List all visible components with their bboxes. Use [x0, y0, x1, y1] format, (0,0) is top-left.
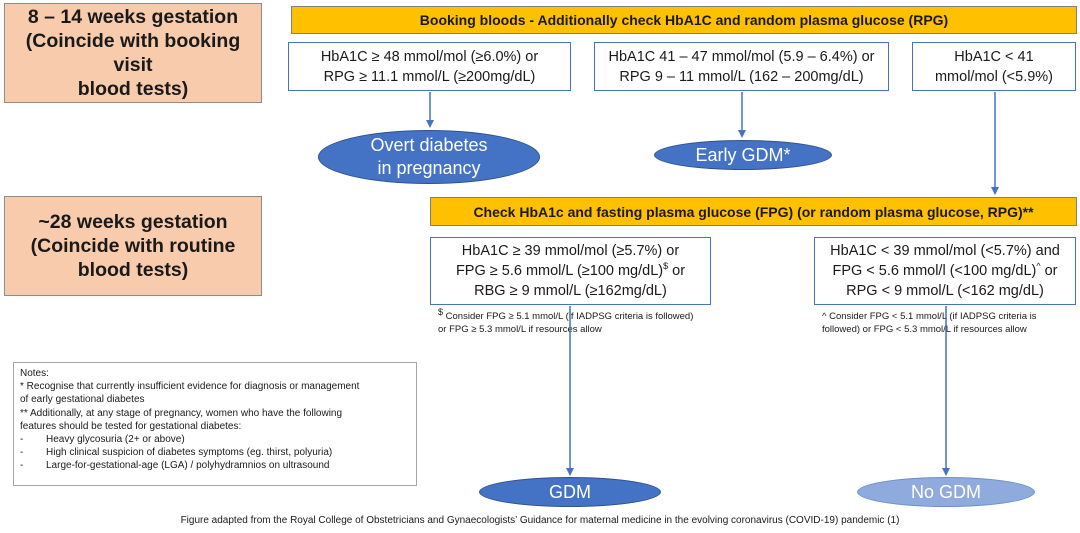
notes-line: features should be tested for gestationa… — [20, 420, 242, 432]
check-hba1c-fpg-header: Check HbA1c and fasting plasma glucose (… — [430, 197, 1077, 226]
criteria-early-line-1: HbA1C 41 – 47 mmol/mol (5.9 – 6.4%) or — [608, 48, 875, 65]
criteria-negative-line-1: HbA1C < 39 mmol/mol (<5.7%) and — [830, 243, 1060, 259]
criteria-early-box: HbA1C 41 – 47 mmol/mol (5.9 – 6.4%) or R… — [594, 42, 889, 91]
criteria-normal-line-2: mmol/mol (<5.9%) — [934, 68, 1054, 85]
criteria-negative-line-2: FPG < 5.6 mmol/l (<100 mg/dL)^ or — [832, 261, 1058, 279]
criteria-early-line-2: RPG 9 – 11 mmol/L (162 – 200mg/dL) — [619, 68, 864, 85]
notes-line: * Recognise that currently insufficient … — [20, 381, 360, 393]
criteria-negative-box: HbA1C < 39 mmol/mol (<5.7%) and FPG < 5.… — [814, 237, 1076, 305]
criteria-negative-line-3: RPG < 9 mmol/L (<162 mg/dL) — [846, 283, 1044, 299]
notes-bullet: -Heavy glycosuria (2+ or above) — [20, 434, 185, 446]
outcome-overt-diabetes: Overt diabetes in pregnancy — [318, 130, 540, 184]
stage-28-weeks-box: ~28 weeks gestation (Coincide with routi… — [4, 196, 262, 296]
notes-bullet: -Large-for-gestational-age (LGA) / polyh… — [20, 460, 330, 472]
booking-bloods-header: Booking bloods - Additionally check HbA1… — [291, 6, 1077, 34]
notes-bullet: -High clinical suspicion of diabetes sym… — [20, 447, 333, 459]
dollar-superscript: $ — [663, 261, 669, 272]
criteria-normal-line-1: HbA1C < 41 — [954, 48, 1034, 65]
notes-line: of early gestational diabetes — [20, 394, 145, 406]
stage-booking-box: 8 – 14 weeks gestation (Coincide with bo… — [4, 3, 262, 103]
criteria-overt-line-2: RPG ≥ 11.1 mmol/L (≥200mg/dL) — [323, 68, 536, 85]
criteria-overt-line-1: HbA1C ≥ 48 mmol/mol (≥6.0%) or — [320, 48, 539, 65]
outcome-gdm: GDM — [479, 477, 661, 507]
notes-title: Notes: — [20, 368, 49, 379]
footnote-negative: ^ Consider FPG < 5.1 mmol/L (if IADPSG c… — [822, 311, 1037, 335]
criteria-positive-line-2: FPG ≥ 5.6 mmol/L (≥100 mg/dL)$ or — [455, 261, 686, 279]
notes-box: Notes: * Recognise that currently insuff… — [13, 362, 417, 486]
outcome-no-gdm: No GDM — [857, 477, 1035, 507]
figure-caption: Figure adapted from the Royal College of… — [180, 515, 900, 526]
criteria-positive-box: HbA1C ≥ 39 mmol/mol (≥5.7%) or FPG ≥ 5.6… — [430, 237, 711, 305]
notes-line: ** Additionally, at any stage of pregnan… — [20, 407, 343, 419]
criteria-overt-box: HbA1C ≥ 48 mmol/mol (≥6.0%) or RPG ≥ 11.… — [288, 42, 571, 91]
criteria-normal-box: HbA1C < 41 mmol/mol (<5.9%) — [912, 42, 1076, 91]
criteria-positive-line-1: HbA1C ≥ 39 mmol/mol (≥5.7%) or — [461, 243, 680, 259]
outcome-early-gdm: Early GDM* — [654, 140, 832, 170]
criteria-positive-line-3: RBG ≥ 9 mmol/L (≥162mg/dL) — [474, 283, 667, 299]
caret-superscript: ^ — [1036, 261, 1041, 272]
